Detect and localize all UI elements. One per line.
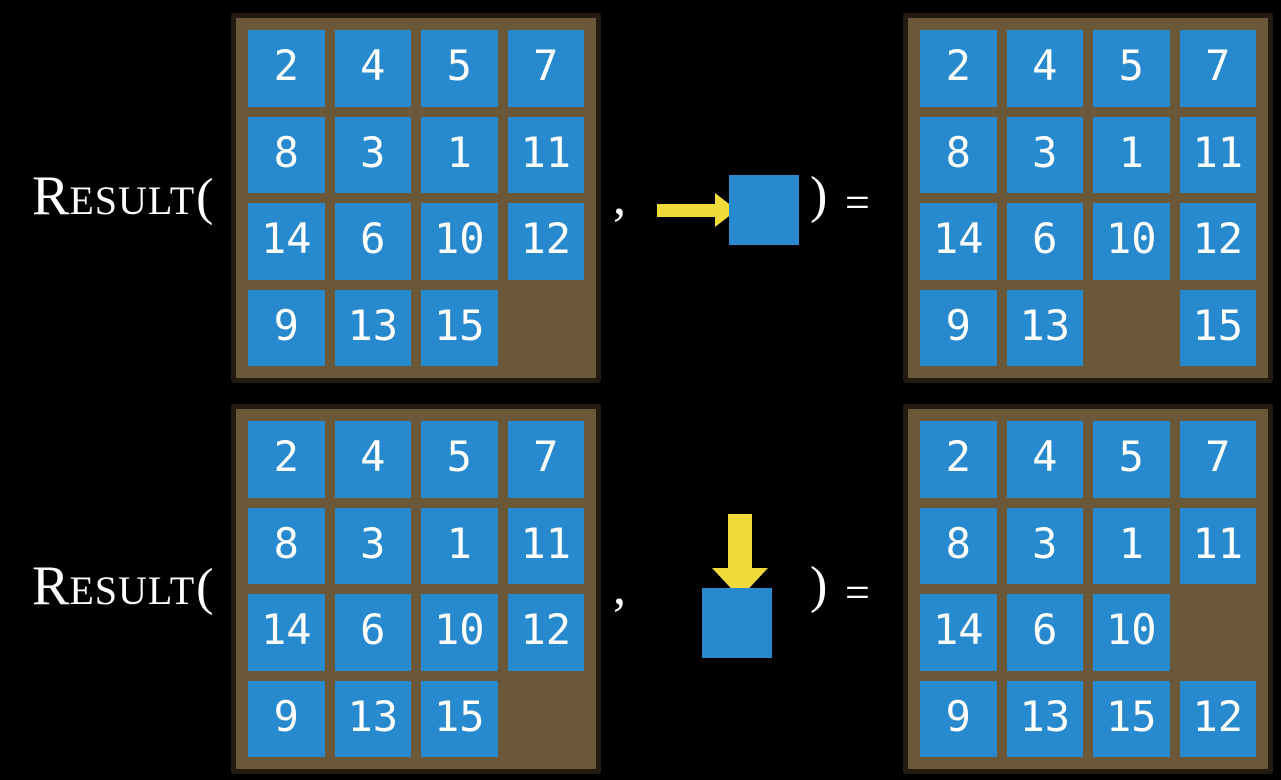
puzzle-tile-3: 3 xyxy=(1006,507,1083,584)
puzzle-tile-9: 9 xyxy=(248,289,325,366)
equals-sign: = xyxy=(845,178,870,227)
puzzle-tile-7: 7 xyxy=(507,421,584,498)
moved-blank-tile xyxy=(729,175,799,245)
puzzle-tile-8: 8 xyxy=(248,116,325,193)
puzzle-tile-11: 11 xyxy=(507,116,584,193)
function-name-rest: ESULT xyxy=(69,178,196,223)
puzzle-tile-6: 6 xyxy=(334,203,411,280)
puzzle-tile-8: 8 xyxy=(920,116,997,193)
puzzle-tile-13: 13 xyxy=(334,289,411,366)
puzzle-tile-1: 1 xyxy=(1093,116,1170,193)
puzzle-tile-4: 4 xyxy=(1006,30,1083,107)
puzzle-tile-15: 15 xyxy=(1093,680,1170,757)
open-paren: ( xyxy=(196,559,214,616)
puzzle-tile-4: 4 xyxy=(334,30,411,107)
open-paren: ( xyxy=(196,169,214,226)
puzzle-tile-11: 11 xyxy=(1179,507,1256,584)
puzzle-tile-2: 2 xyxy=(920,421,997,498)
puzzle-tile-5: 5 xyxy=(1093,421,1170,498)
puzzle-tile-4: 4 xyxy=(334,421,411,498)
puzzle-tile-9: 9 xyxy=(248,680,325,757)
puzzle-tile-10: 10 xyxy=(421,594,498,671)
puzzle-tile-6: 6 xyxy=(334,594,411,671)
puzzle-tile-15: 15 xyxy=(421,289,498,366)
arrow-down-icon xyxy=(712,514,768,598)
puzzle-tile-15: 15 xyxy=(1179,289,1256,366)
puzzle-tile-6: 6 xyxy=(1006,203,1083,280)
close-paren: ) xyxy=(810,557,828,614)
puzzle-tile-3: 3 xyxy=(334,116,411,193)
equals-sign: = xyxy=(845,568,870,617)
puzzle-tile-14: 14 xyxy=(248,594,325,671)
puzzle-tile-10: 10 xyxy=(1093,594,1170,671)
puzzle-tile-13: 13 xyxy=(334,680,411,757)
puzzle-tile-5: 5 xyxy=(1093,30,1170,107)
puzzle-tile-12: 12 xyxy=(1179,203,1256,280)
puzzle-tile-9: 9 xyxy=(920,289,997,366)
puzzle-tile-13: 13 xyxy=(1006,680,1083,757)
puzzle-tile-9: 9 xyxy=(920,680,997,757)
comma-separator: , xyxy=(613,559,626,616)
puzzle-tile-13: 13 xyxy=(1006,289,1083,366)
comma-separator: , xyxy=(613,169,626,226)
function-name-rest: ESULT xyxy=(69,568,196,613)
puzzle-tile-12: 12 xyxy=(507,203,584,280)
puzzle-tile-10: 10 xyxy=(421,203,498,280)
moved-blank-tile xyxy=(702,588,772,658)
puzzle-tile-6: 6 xyxy=(1006,594,1083,671)
puzzle-tile-10: 10 xyxy=(1093,203,1170,280)
puzzle-tile-15: 15 xyxy=(421,680,498,757)
puzzle-tile-8: 8 xyxy=(248,507,325,584)
puzzle-tile-14: 14 xyxy=(920,594,997,671)
puzzle-tile-12: 12 xyxy=(1179,680,1256,757)
puzzle-tile-7: 7 xyxy=(507,30,584,107)
puzzle-tile-3: 3 xyxy=(1006,116,1083,193)
arrow-right-icon xyxy=(657,193,737,227)
puzzle-tile-7: 7 xyxy=(1179,30,1256,107)
blank-cell xyxy=(508,290,585,367)
blank-cell xyxy=(1180,594,1257,671)
puzzle-tile-11: 11 xyxy=(507,507,584,584)
puzzle-tile-14: 14 xyxy=(248,203,325,280)
puzzle-tile-8: 8 xyxy=(920,507,997,584)
puzzle-tile-2: 2 xyxy=(248,30,325,107)
function-name-initial: R xyxy=(32,555,70,617)
puzzle-tile-2: 2 xyxy=(248,421,325,498)
close-paren: ) xyxy=(810,167,828,224)
blank-cell xyxy=(508,681,585,758)
puzzle-tile-1: 1 xyxy=(1093,507,1170,584)
puzzle-tile-3: 3 xyxy=(334,507,411,584)
puzzle-tile-5: 5 xyxy=(421,30,498,107)
function-name-initial: R xyxy=(32,165,70,227)
puzzle-tile-11: 11 xyxy=(1179,116,1256,193)
puzzle-tile-1: 1 xyxy=(421,507,498,584)
puzzle-tile-4: 4 xyxy=(1006,421,1083,498)
blank-cell xyxy=(1093,290,1170,367)
puzzle-tile-5: 5 xyxy=(421,421,498,498)
puzzle-tile-2: 2 xyxy=(920,30,997,107)
puzzle-tile-14: 14 xyxy=(920,203,997,280)
puzzle-tile-12: 12 xyxy=(507,594,584,671)
puzzle-tile-1: 1 xyxy=(421,116,498,193)
puzzle-tile-7: 7 xyxy=(1179,421,1256,498)
